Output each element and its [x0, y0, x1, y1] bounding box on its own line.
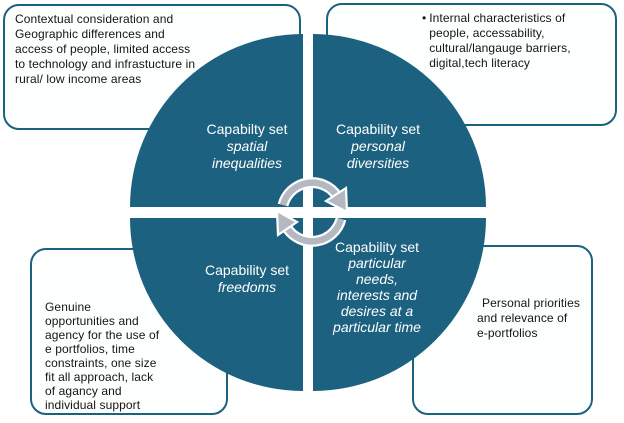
note-row-top-right: • Internal characteristics of people, ac… — [328, 5, 615, 71]
note-text-top-left: Contextual consideration and Geographic … — [15, 12, 196, 86]
quadrant-top-right — [313, 34, 486, 207]
cycle-arrows-icon — [275, 177, 349, 247]
quadrant-subtitle: particular needs, interests and desires … — [333, 255, 421, 335]
quadrant-bottom-right — [313, 218, 486, 391]
bullet-icon: • — [422, 11, 427, 25]
quadrant-title: Capabilty set — [206, 121, 288, 137]
quadrant-subtitle: freedoms — [217, 279, 277, 295]
note-text-top-right: Internal characteristics of people, acce… — [429, 11, 571, 70]
note-text-bottom-right: Personal priorities and relevance of e-p… — [477, 296, 580, 340]
quadrant-title: Capability set — [204, 262, 290, 278]
quadrant-bottom-left — [130, 218, 303, 391]
quadrant-label-top-left: Capabilty set spatial inequalities — [167, 121, 327, 172]
quadrant-top-left — [130, 34, 303, 207]
quadrant-label-bottom-left: Capability set freedoms — [167, 262, 327, 296]
quadrant-label-bottom-right: Capability set particular needs, interes… — [297, 239, 457, 335]
quadrant-subtitle: personal diversities — [346, 138, 410, 171]
quadrant-title: Capability set — [334, 239, 420, 255]
quadrant-title: Capability set — [335, 121, 421, 137]
note-text-bottom-left: Genuine opportunities and agency for the… — [45, 300, 160, 412]
quadrant-subtitle: spatial inequalities — [211, 138, 283, 171]
quadrant-label-top-right: Capability set personal diversities — [298, 121, 458, 172]
